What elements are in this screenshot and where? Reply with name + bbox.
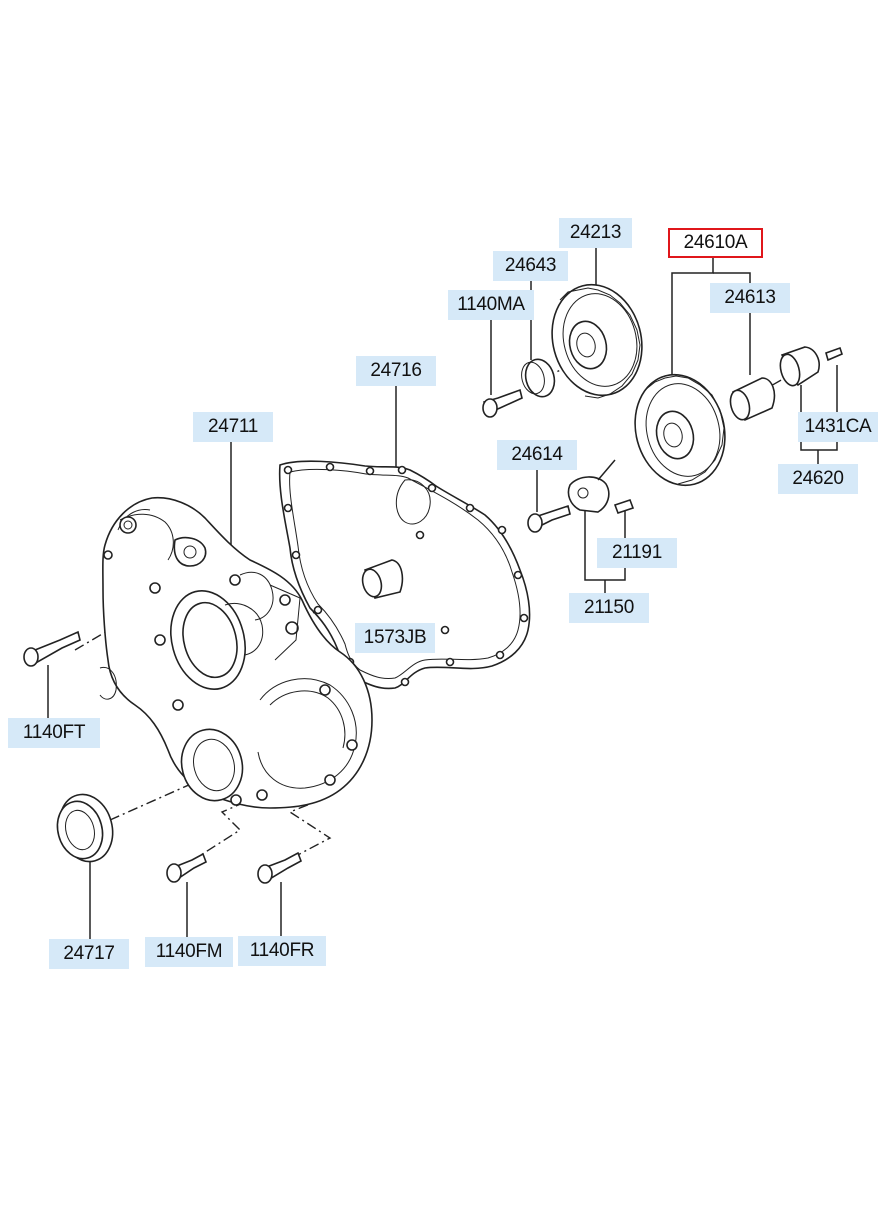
part-label-24613[interactable]: 24613 bbox=[710, 283, 790, 313]
pin-21191 bbox=[613, 498, 635, 515]
part-label-24711[interactable]: 24711 bbox=[193, 412, 273, 442]
part-label-1140FT[interactable]: 1140FT bbox=[8, 718, 100, 748]
part-label-24620[interactable]: 24620 bbox=[778, 464, 858, 494]
bolt-1140MA bbox=[482, 388, 523, 418]
shaft-24620 bbox=[779, 346, 820, 387]
front-case-24711 bbox=[99, 496, 373, 809]
part-label-24716[interactable]: 24716 bbox=[356, 356, 436, 386]
bracket-21150 bbox=[567, 459, 616, 513]
leader-lines bbox=[47, 247, 838, 939]
bolt-24614 bbox=[527, 504, 571, 533]
part-label-24614[interactable]: 24614 bbox=[497, 440, 577, 470]
oil-pump-gear-24610A bbox=[634, 373, 726, 487]
gasket-24716 bbox=[278, 460, 531, 690]
part-label-1573JB[interactable]: 1573JB bbox=[355, 623, 435, 653]
sleeve-1573JB bbox=[361, 559, 404, 599]
part-label-1140MA[interactable]: 1140MA bbox=[448, 290, 534, 320]
part-label-24643[interactable]: 24643 bbox=[493, 251, 568, 281]
bolt-1140FR bbox=[257, 851, 302, 884]
part-label-1140FM[interactable]: 1140FM bbox=[145, 937, 233, 967]
bushing-24613 bbox=[729, 377, 776, 422]
part-label-24717[interactable]: 24717 bbox=[49, 939, 129, 969]
washer-24643 bbox=[521, 358, 556, 398]
idler-gear-24213 bbox=[551, 283, 643, 399]
part-label-24610A[interactable]: 24610A bbox=[668, 228, 763, 258]
pin-1431CA bbox=[825, 346, 843, 362]
part-label-24213[interactable]: 24213 bbox=[559, 218, 632, 248]
part-label-1140FR[interactable]: 1140FR bbox=[238, 936, 326, 966]
bolt-1140FT bbox=[23, 630, 81, 667]
bolt-1140FM bbox=[166, 852, 208, 883]
part-label-1431CA[interactable]: 1431CA bbox=[798, 412, 878, 442]
oil-seal-24717 bbox=[56, 793, 114, 863]
part-label-21191[interactable]: 21191 bbox=[597, 538, 677, 568]
part-label-21150[interactable]: 21150 bbox=[569, 593, 649, 623]
